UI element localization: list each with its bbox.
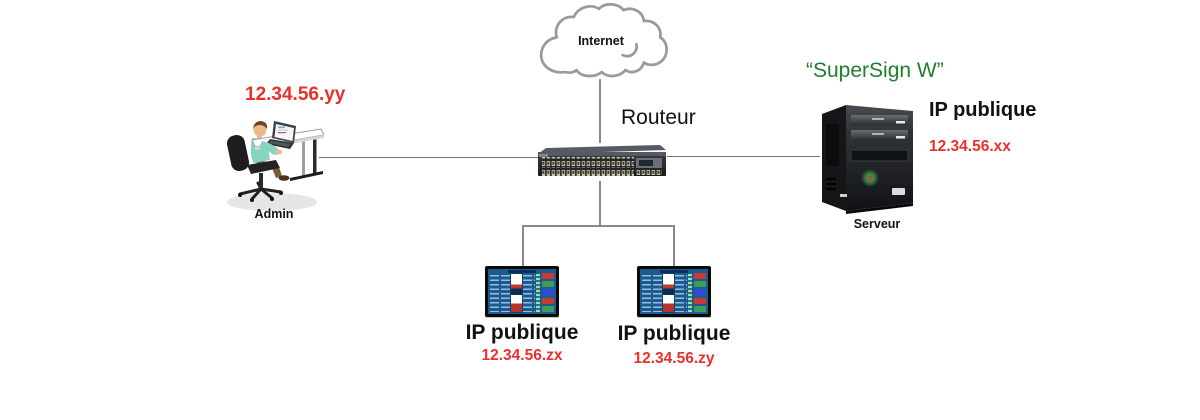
display-2-ip: 12.34.56.zy [633, 350, 715, 367]
display-2-ip-label: IP publique [617, 322, 731, 345]
cloud-icon [539, 3, 668, 78]
admin-ip: 12.34.56.yy [245, 84, 346, 105]
server-tower-image [820, 102, 916, 214]
line-drop-display-2 [673, 225, 675, 267]
display-1-panel [488, 269, 556, 314]
display-2-panel [640, 269, 708, 314]
internet-cloud: Internet [533, 2, 669, 85]
router-label: Routeur [621, 106, 696, 129]
display-1-ip-label: IP publique [465, 321, 579, 344]
server-ip: 12.34.56.xx [929, 138, 1011, 155]
display-screen-1 [485, 266, 559, 317]
display-2-side-column [688, 274, 692, 312]
internet-label: Internet [578, 34, 624, 48]
admin-caption: Admin [254, 207, 294, 221]
display-1-center-column [511, 274, 523, 312]
line-drop-display-1 [522, 225, 524, 267]
line-cloud-to-router [599, 79, 601, 143]
server-ip-label: IP publique [929, 99, 1037, 121]
display-2-color-blocks [694, 273, 706, 313]
admin-illustration [224, 110, 325, 214]
display-1-ip: 12.34.56.zx [481, 347, 563, 364]
server-caption: Serveur [853, 217, 901, 231]
display-1-titlebar [508, 270, 536, 273]
line-router-to-bus [599, 181, 601, 226]
display-2-center-column [663, 274, 675, 312]
display-2-titlebar [660, 270, 688, 273]
display-1-side-column [536, 274, 540, 312]
router-switch-image [536, 142, 668, 182]
line-admin-to-router [319, 157, 540, 158]
person-at-desk-icon [226, 121, 325, 211]
server-icon [822, 105, 913, 214]
line-bus-horizontal [523, 225, 675, 227]
line-router-to-server [667, 156, 820, 157]
server-product-title: “SuperSign W” [806, 59, 944, 82]
switch-icon [538, 145, 666, 176]
display-1-color-blocks [542, 273, 554, 313]
display-screen-2 [637, 266, 711, 317]
